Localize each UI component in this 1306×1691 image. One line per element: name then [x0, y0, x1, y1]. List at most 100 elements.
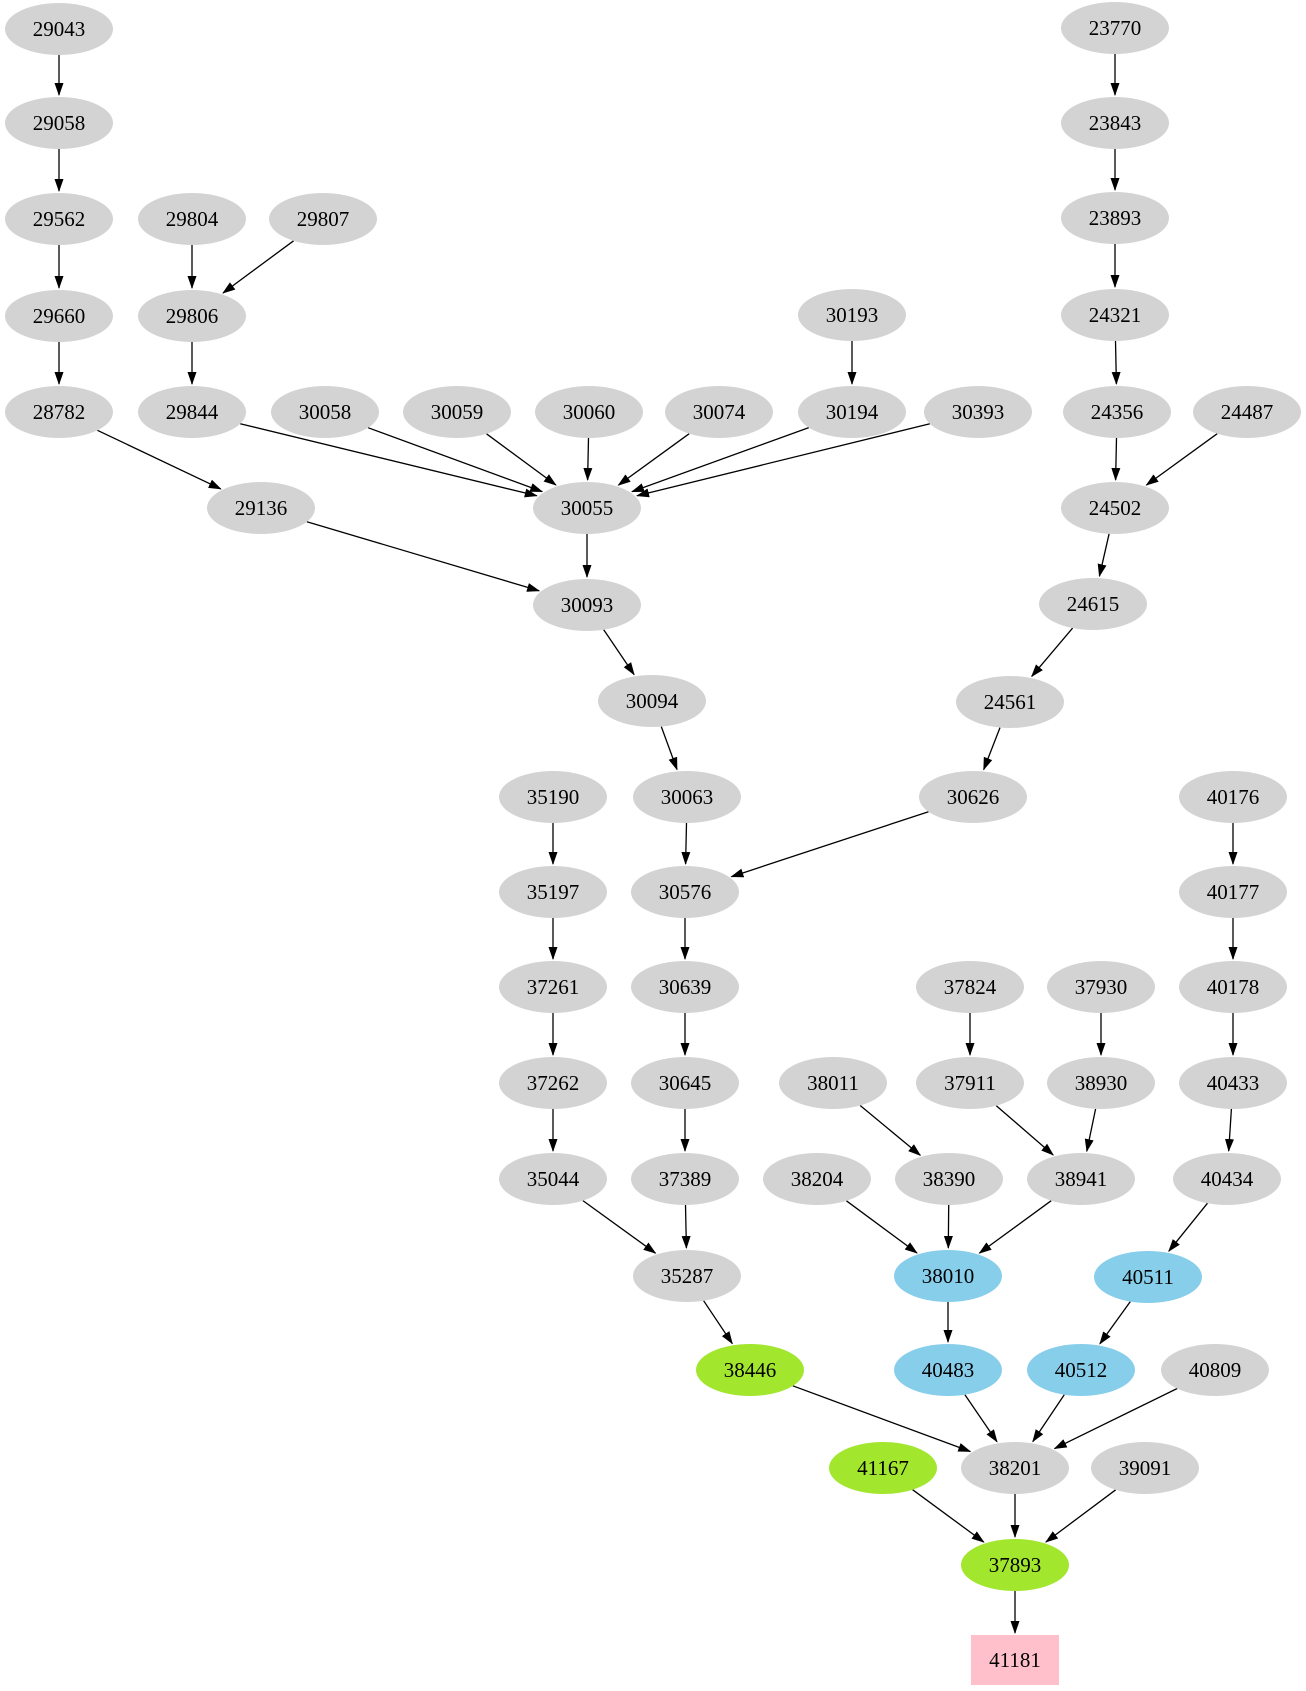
node-ellipse-30060: [535, 386, 643, 438]
node-ellipse-40434: [1173, 1153, 1281, 1205]
graph-edge-24321-24356: [1111, 340, 1121, 385]
graph-edge-35044-35287: [582, 1200, 657, 1254]
graph-node-35190: 35190: [499, 771, 607, 823]
node-label-29660: 29660: [33, 304, 86, 328]
node-label-37262: 37262: [527, 1071, 580, 1095]
node-ellipse-38011: [779, 1057, 887, 1109]
node-ellipse-30645: [631, 1057, 739, 1109]
node-label-37389: 37389: [659, 1167, 712, 1191]
graph-node-30094: 30094: [598, 675, 706, 727]
node-ellipse-37262: [499, 1057, 607, 1109]
node-ellipse-29804: [138, 193, 246, 245]
node-label-24561: 24561: [984, 690, 1037, 714]
graph-edge-24502-24615: [1097, 533, 1110, 578]
node-label-24487: 24487: [1221, 400, 1274, 424]
graph-node-37930: 37930: [1047, 961, 1155, 1013]
graph-edge-30060-30055: [583, 437, 593, 481]
graph-node-30060: 30060: [535, 386, 643, 438]
node-label-29043: 29043: [33, 17, 86, 41]
graph-node-29058: 29058: [5, 97, 113, 149]
graph-node-37911: 37911: [916, 1057, 1024, 1109]
graph-edge-30094-30063: [660, 726, 678, 771]
node-label-24502: 24502: [1089, 496, 1142, 520]
node-label-24615: 24615: [1067, 592, 1120, 616]
node-ellipse-24487: [1193, 386, 1301, 438]
node-ellipse-35190: [499, 771, 607, 823]
node-label-37930: 37930: [1075, 975, 1128, 999]
graph-node-30093: 30093: [533, 579, 641, 631]
graph-node-30058: 30058: [271, 386, 379, 438]
graph-edge-35287-38446: [703, 1300, 733, 1345]
graph-edge-30063-30576: [681, 822, 691, 865]
graph-edge-24561-30626: [983, 727, 1001, 771]
graph-node-37262: 37262: [499, 1057, 607, 1109]
node-ellipse-40178: [1179, 961, 1287, 1013]
graph-edge-38446-38201: [792, 1385, 972, 1453]
node-label-29807: 29807: [297, 207, 350, 231]
node-label-29806: 29806: [166, 304, 219, 328]
node-ellipse-38204: [763, 1153, 871, 1205]
node-label-29844: 29844: [166, 400, 219, 424]
node-label-40511: 40511: [1122, 1265, 1174, 1289]
node-ellipse-29562: [5, 193, 113, 245]
graph-node-35287: 35287: [633, 1250, 741, 1302]
node-label-38010: 38010: [922, 1264, 975, 1288]
graph-edge-40809-38201: [1053, 1387, 1178, 1450]
graph-node-40511: 40511: [1094, 1251, 1202, 1303]
graph-node-23770: 23770: [1061, 2, 1169, 54]
node-label-40176: 40176: [1207, 785, 1260, 809]
node-ellipse-30626: [919, 771, 1027, 823]
node-ellipse-30058: [271, 386, 379, 438]
node-label-35287: 35287: [661, 1264, 714, 1288]
node-ellipse-35044: [499, 1153, 607, 1205]
node-ellipse-30055: [533, 482, 641, 534]
node-label-40433: 40433: [1207, 1071, 1260, 1095]
node-ellipse-24321: [1061, 289, 1169, 341]
node-label-37261: 37261: [527, 975, 580, 999]
node-label-30074: 30074: [693, 400, 746, 424]
node-ellipse-40512: [1027, 1344, 1135, 1396]
node-ellipse-37911: [916, 1057, 1024, 1109]
node-ellipse-38930: [1047, 1057, 1155, 1109]
node-ellipse-39091: [1091, 1442, 1199, 1494]
node-ellipse-40483: [894, 1344, 1002, 1396]
graph-node-38201: 38201: [961, 1442, 1069, 1494]
graph-edge-30393-30055: [636, 423, 931, 498]
node-label-38011: 38011: [807, 1071, 859, 1095]
node-label-37911: 37911: [944, 1071, 996, 1095]
node-label-28782: 28782: [33, 400, 86, 424]
graph-edge-40511-40512: [1099, 1301, 1131, 1345]
graph-node-30576: 30576: [631, 866, 739, 918]
graph-node-30194: 30194: [798, 386, 906, 438]
graph-node-30393: 30393: [924, 386, 1032, 438]
graph-node-38011: 38011: [779, 1057, 887, 1109]
graph-node-38010: 38010: [894, 1250, 1002, 1302]
graph-node-38390: 38390: [895, 1153, 1003, 1205]
node-ellipse-37389: [631, 1153, 739, 1205]
graph-edge-38930-38941: [1084, 1108, 1097, 1153]
node-label-35197: 35197: [527, 880, 580, 904]
graph-node-24356: 24356: [1063, 386, 1171, 438]
graph-node-24321: 24321: [1061, 289, 1169, 341]
node-ellipse-37893: [961, 1539, 1069, 1591]
node-ellipse-24615: [1039, 578, 1147, 630]
graph-node-38930: 38930: [1047, 1057, 1155, 1109]
graph-node-35197: 35197: [499, 866, 607, 918]
node-label-38930: 38930: [1075, 1071, 1128, 1095]
node-label-40512: 40512: [1055, 1358, 1108, 1382]
node-ellipse-24502: [1061, 482, 1169, 534]
graph-node-30626: 30626: [919, 771, 1027, 823]
node-label-23843: 23843: [1089, 111, 1142, 135]
node-label-23770: 23770: [1089, 16, 1142, 40]
node-label-30193: 30193: [826, 303, 879, 327]
graph-node-29043: 29043: [5, 3, 113, 55]
node-label-38446: 38446: [724, 1358, 777, 1382]
graph-edge-39091-37893: [1045, 1489, 1117, 1543]
graph-edge-24356-24502: [1111, 437, 1121, 481]
graph-edge-29807-29806: [222, 240, 294, 294]
graph-node-37893: 37893: [961, 1539, 1069, 1591]
graph-edge-40433-40434: [1224, 1108, 1234, 1152]
node-label-40434: 40434: [1201, 1167, 1254, 1191]
